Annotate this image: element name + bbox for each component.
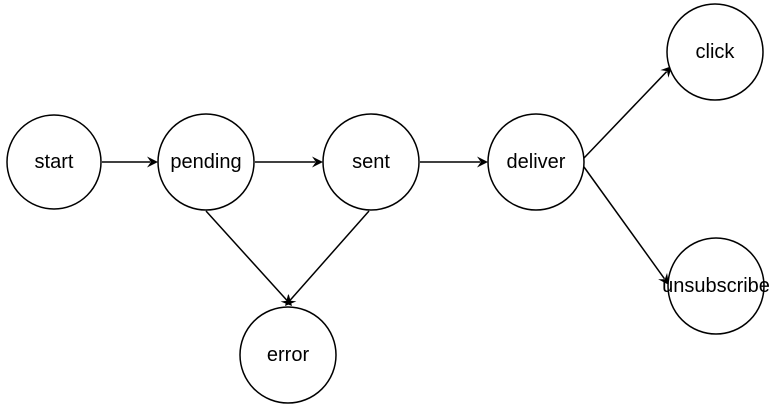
- node-error: error: [239, 306, 337, 404]
- edge-pending-to-error: [205, 210, 292, 306]
- node-circle: [667, 237, 765, 335]
- edge-pending-to-sent: [255, 156, 323, 168]
- node-label: click: [696, 41, 736, 63]
- edge-line: [205, 210, 288, 301]
- arrowhead: [660, 66, 672, 78]
- node-label: error: [267, 344, 310, 366]
- edge-sent-to-deliver: [420, 156, 488, 168]
- node-circle: [666, 3, 764, 101]
- edge-line: [583, 71, 668, 159]
- arrowhead: [477, 156, 488, 168]
- node-unsubscribe: unsubscribe: [662, 237, 769, 335]
- edge-deliver-to-unsubscribe: [583, 166, 669, 285]
- arrowhead: [658, 272, 669, 285]
- node-circle: [487, 113, 585, 211]
- node-circle: [157, 113, 255, 211]
- edge-start-to-pending: [102, 156, 158, 168]
- node-label: start: [35, 151, 74, 173]
- node-label: sent: [352, 151, 390, 173]
- edge-sent-to-error: [285, 210, 370, 306]
- edge-line: [583, 166, 666, 280]
- edges-layer: [102, 66, 672, 306]
- edge-deliver-to-click: [583, 66, 672, 159]
- edge-line: [289, 210, 370, 301]
- node-label: deliver: [507, 151, 566, 173]
- node-circle: [239, 306, 337, 404]
- node-pending: pending: [157, 113, 255, 211]
- node-label: pending: [170, 151, 241, 173]
- node-deliver: deliver: [487, 113, 585, 211]
- node-click: click: [666, 3, 764, 101]
- node-start: start: [6, 114, 102, 210]
- arrowhead: [312, 156, 323, 168]
- node-label: unsubscribe: [662, 275, 769, 297]
- arrowhead: [285, 294, 297, 306]
- arrowhead: [147, 156, 158, 168]
- node-circle: [322, 113, 420, 211]
- node-circle: [6, 114, 102, 210]
- nodes-layer: start pending sent deliver click unsubscribe e…: [6, 3, 769, 404]
- node-sent: sent: [322, 113, 420, 211]
